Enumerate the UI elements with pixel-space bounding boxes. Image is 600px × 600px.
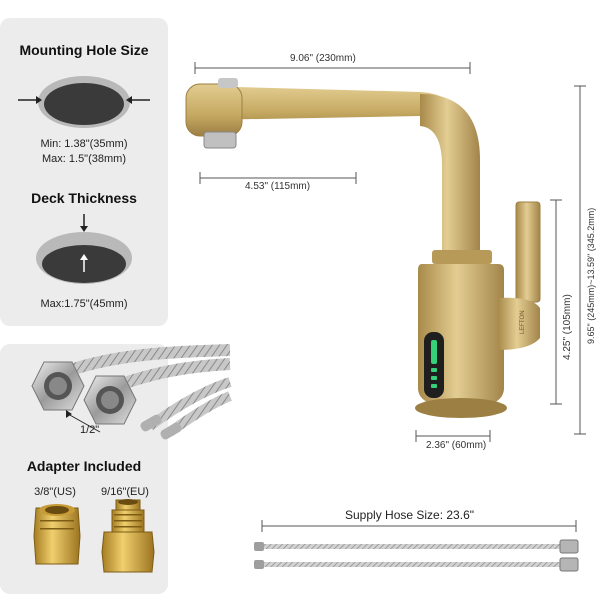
temperature-display	[424, 332, 444, 398]
dim-total-height-label: 9.65" (245mm)~13.59" (345.2mm)	[586, 207, 596, 344]
supply-hose-2	[254, 557, 579, 572]
mounting-max: Max: 1.5"(38mm)	[42, 153, 126, 165]
hex-nut-1	[31, 361, 85, 411]
hex-nut-2	[83, 375, 137, 425]
mounting-hole-title: Mounting Hole Size	[19, 42, 149, 58]
hose-braid-1	[57, 344, 231, 380]
deck-max: Max:1.75"(45mm)	[40, 298, 128, 310]
adapter-us-label: 3/8"(US)	[34, 486, 76, 498]
hose-tip-1	[140, 414, 162, 432]
mounting-min: Min: 1.38"(35mm)	[40, 138, 128, 150]
adapter-eu-label: 9/16"(EU)	[101, 486, 149, 498]
hole-opening	[44, 83, 124, 125]
arrow-up-icon	[80, 254, 88, 272]
dim-body-height-label: 4.25" (105mm)	[562, 294, 573, 360]
dim-base-label: 2.36" (60mm)	[426, 440, 487, 451]
supply-hose-label: Supply Hose Size: 23.6"	[345, 508, 474, 522]
dim-spout-label: 4.53" (115mm)	[245, 181, 311, 192]
hose-tip-2	[160, 422, 182, 440]
braided-hoses-photo	[31, 344, 232, 440]
adapter-eu-photo	[101, 499, 155, 573]
supply-hoses-image	[254, 539, 579, 572]
arrow-right-icon	[18, 96, 42, 104]
adapter-us-photo	[33, 504, 81, 565]
deck-thickness-title: Deck Thickness	[31, 190, 137, 206]
brand-logo: LEFTON	[520, 310, 526, 334]
arrow-down-icon	[80, 214, 88, 232]
arrow-left-icon	[126, 96, 150, 104]
dim-width-label: 9.06" (230mm)	[290, 53, 356, 64]
supply-hose-1	[254, 539, 579, 554]
size-marker	[66, 410, 101, 433]
deck-thickness-diagram	[36, 214, 132, 284]
spray-nozzle	[203, 131, 237, 149]
faucet-product-image: LEFTON	[185, 78, 541, 418]
hose-size-label: 1/2"	[80, 424, 100, 436]
mounting-hole-diagram	[18, 76, 150, 128]
adapter-title: Adapter Included	[26, 458, 142, 474]
